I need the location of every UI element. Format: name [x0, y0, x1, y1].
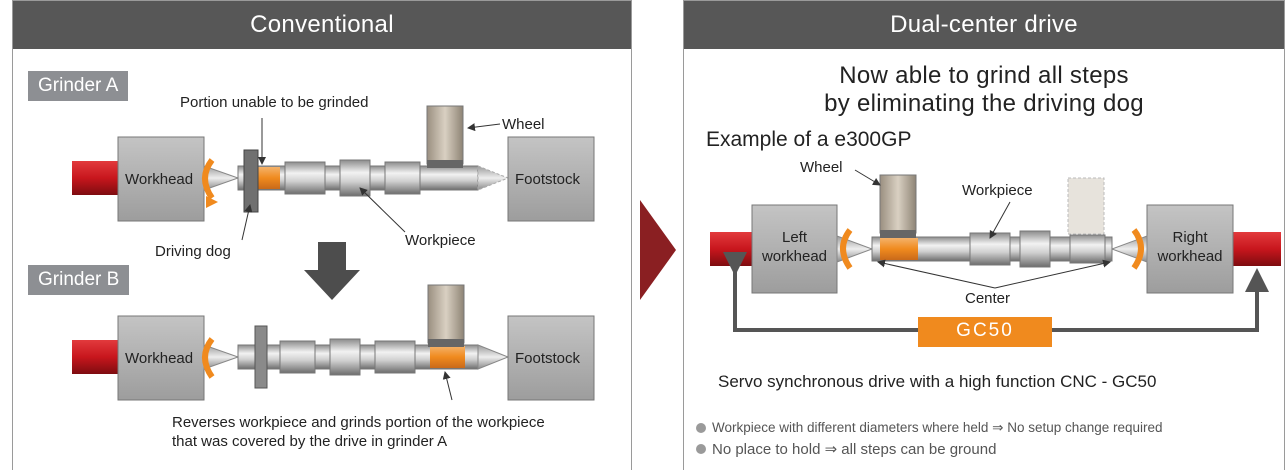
callout-line: [854, 169, 881, 186]
driving-dog: [243, 149, 259, 213]
workpiece-step: [329, 338, 361, 376]
footstock-label-b: Footstock: [515, 350, 581, 367]
grinder-a-tag: Grinder A: [28, 71, 129, 101]
wheel-b: [427, 284, 465, 344]
callout-line: [989, 201, 1011, 239]
portion-unable-label: Portion unable to be grinded: [180, 94, 369, 111]
reverse-note-line1: Reverses workpiece and grinds portion of…: [172, 414, 545, 431]
footstock-b-box: [507, 315, 595, 401]
gc50-box: [918, 317, 1052, 347]
callout-line: [442, 371, 453, 401]
bullet-icon: [696, 444, 706, 454]
down-arrow-icon: [304, 242, 360, 300]
control-line-left: [723, 252, 918, 332]
wheel-edge: [427, 160, 463, 168]
workpiece-step: [279, 340, 316, 374]
left-workhead-line2: workhead: [761, 248, 828, 265]
transition-arrow-icon: [640, 200, 676, 300]
workpiece-label-right: Workpiece: [962, 182, 1033, 199]
workhead-label-b: Workhead: [125, 350, 194, 367]
wheel-right: [879, 174, 917, 234]
right-workhead-line1: Right: [1172, 229, 1208, 246]
callout-line: [877, 259, 996, 289]
tail-center-icon: [477, 165, 510, 191]
ground-portion: [880, 238, 918, 260]
rotation-arrow-icon: [202, 337, 215, 379]
dual-center-header: Dual-center drive: [684, 1, 1284, 49]
dual-center-diagram: [696, 169, 1281, 454]
bullet-icon: [696, 423, 706, 433]
headline-line1: Now able to grind all steps: [839, 62, 1129, 89]
workpiece-step: [384, 161, 421, 195]
headline-line2: by eliminating the driving dog: [824, 90, 1144, 117]
rotation-arrow-icon: [840, 228, 853, 270]
footstock-label-a: Footstock: [515, 171, 581, 188]
wheel-a: [426, 105, 464, 165]
grinder-b-tag: Grinder B: [28, 265, 130, 295]
workpiece-label-a: Workpiece: [405, 232, 476, 249]
callout-line: [359, 187, 406, 233]
center-label: Center: [965, 290, 1011, 307]
right-workhead-box: [1146, 204, 1234, 294]
servo-caption: Servo synchronous drive with a high func…: [718, 372, 1157, 391]
bullet2-text: No place to hold ⇒ all steps can be grou…: [712, 441, 997, 458]
workpiece-step: [1069, 234, 1106, 264]
left-workhead-line1: Left: [781, 229, 808, 246]
driving-dog-label: Driving dog: [155, 243, 231, 260]
footstock-a-box: [507, 136, 595, 222]
workhead-label-a: Workhead: [125, 171, 194, 188]
wheel-ghost: [1067, 177, 1105, 235]
right-workhead-line2: workhead: [1157, 248, 1223, 265]
workpiece-step: [284, 161, 326, 195]
gc50-label: GC50: [956, 320, 1014, 341]
conventional-header: Conventional: [13, 1, 631, 49]
red-spindle: [72, 340, 122, 374]
red-spindle: [72, 161, 122, 195]
reverse-note-line2: that was covered by the drive in grinder…: [172, 433, 448, 450]
right-red-spindle: [1233, 232, 1281, 266]
control-line-right: [1052, 268, 1269, 332]
rotation-arrow-head-icon: [206, 196, 218, 208]
callout-line: [467, 123, 501, 132]
wheel-edge: [428, 339, 464, 347]
rotation-arrow-icon: [1131, 228, 1144, 270]
callout-line: [994, 259, 1111, 289]
rotation-arrow-icon: [202, 158, 215, 200]
workpiece-step: [374, 340, 416, 374]
workpiece-step: [339, 159, 371, 197]
callout-line: [241, 204, 253, 241]
workhead-b-box: [117, 315, 205, 401]
wheel-edge: [880, 230, 916, 238]
wheel-label-a: Wheel: [502, 116, 545, 133]
bullet1-text: Workpiece with different diameters where…: [712, 420, 1163, 435]
workhead-a-box: [117, 136, 205, 222]
grinder-b-diagram: [72, 284, 595, 401]
grinder-a-diagram: [72, 105, 595, 241]
left-red-spindle: [710, 232, 758, 266]
example-label: Example of a e300GP: [706, 128, 912, 151]
driving-dog-b: [254, 325, 268, 389]
wheel-label-right: Wheel: [800, 159, 843, 176]
workpiece-step: [1019, 230, 1051, 268]
ground-portion: [430, 346, 465, 368]
tail-center-icon: [477, 344, 510, 370]
